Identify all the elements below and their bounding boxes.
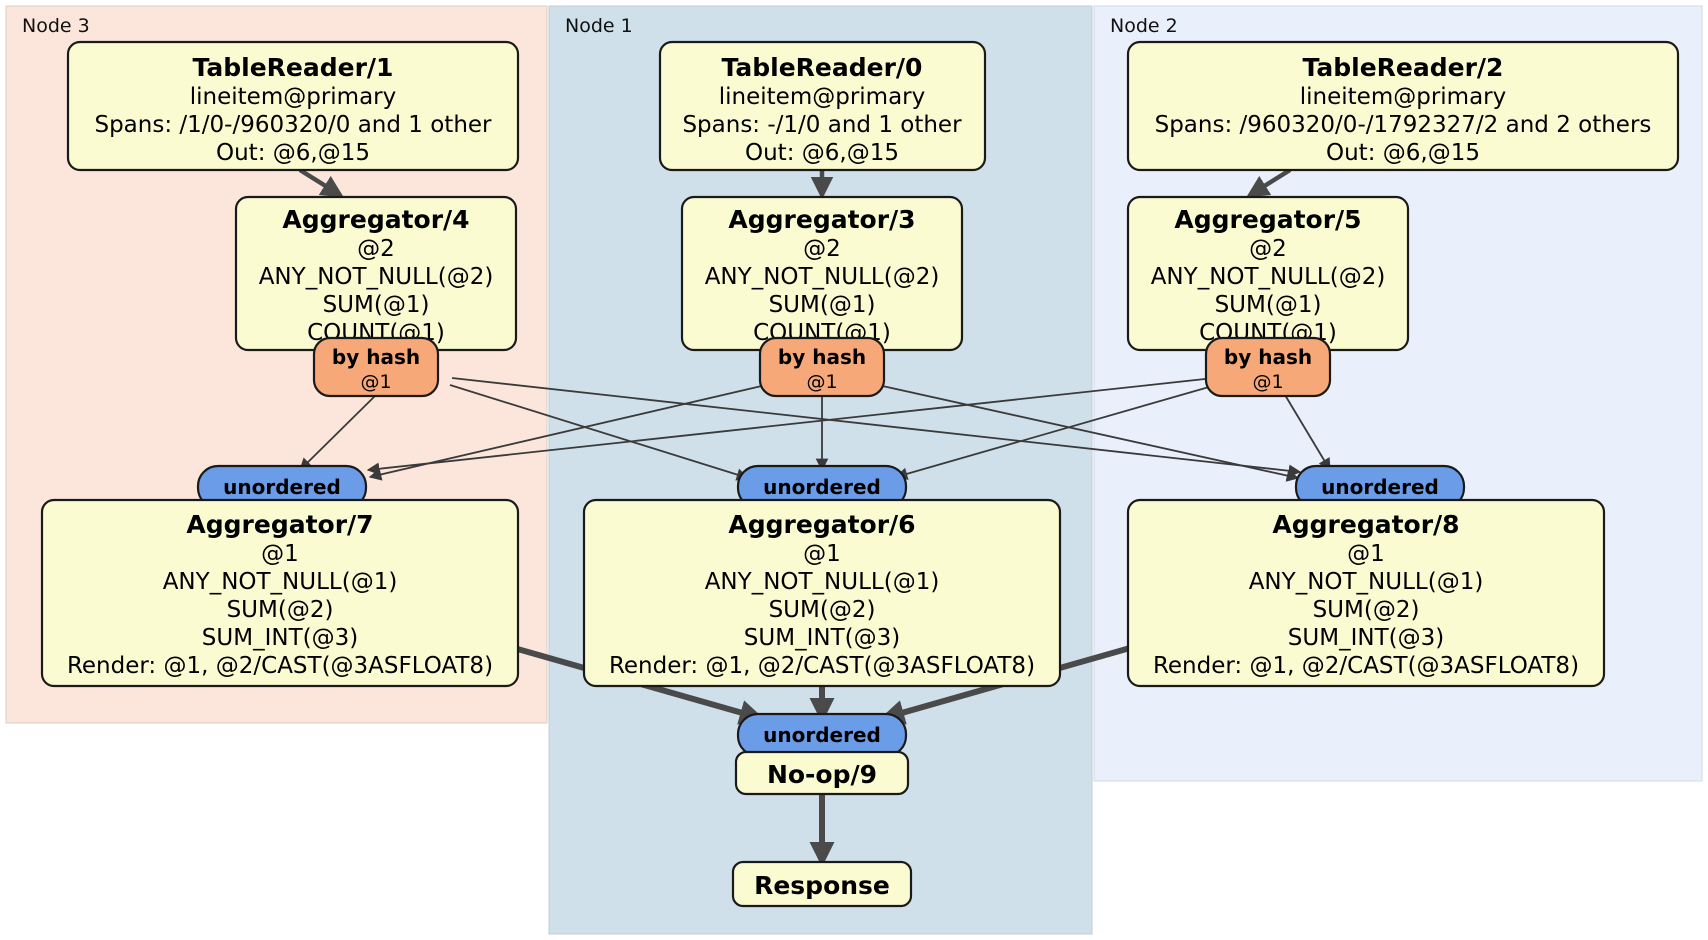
tablereader1-box[interactable] — [66, 40, 520, 172]
tablereader2-line-0: lineitem@primary — [1300, 84, 1506, 110]
processor-aggregator-7[interactable]: Aggregator/7 @1 ANY_NOT_NULL(@1) SUM(@2)… — [40, 498, 520, 688]
aggregator8-line-2: SUM(@2) — [1313, 597, 1420, 623]
aggregator8-line-4: Render: @1, @2/CAST(@3ASFLOAT8) — [1153, 653, 1579, 679]
aggregator7-line-2: SUM(@2) — [227, 597, 334, 623]
node-panel-label-node1: Node 1 — [565, 15, 633, 37]
edge-hashleft-to-unorderedright — [451, 377, 1302, 478]
aggregator4-line-0: @2 — [357, 236, 395, 262]
tablereader0-line-1: Spans: -/1/0 and 1 other — [682, 112, 962, 138]
aggregator7-line-4: Render: @1, @2/CAST(@3ASFLOAT8) — [67, 653, 493, 679]
unordered-mid-label: unordered — [763, 475, 881, 499]
processor-noop-9[interactable]: No-op/9 — [734, 750, 910, 796]
by-hash-right-title: by hash — [1224, 345, 1312, 369]
tablereader1-line-0: lineitem@primary — [190, 84, 396, 110]
processor-response[interactable]: Response — [731, 860, 913, 908]
router-by-hash-left[interactable]: by hash @1 — [312, 336, 440, 398]
aggregator8-line-1: ANY_NOT_NULL(@1) — [1249, 569, 1484, 595]
by-hash-mid-sub: @1 — [806, 371, 837, 393]
router-by-hash-mid[interactable]: by hash @1 — [758, 336, 886, 398]
edge-tablereader2-to-aggregator5 — [1246, 168, 1292, 198]
synchronizer-unordered-left[interactable]: unordered — [196, 464, 368, 510]
aggregator4-title: Aggregator/4 — [282, 205, 469, 234]
tablereader0-title: TableReader/0 — [722, 53, 923, 82]
processor-aggregator-4[interactable]: Aggregator/4 @2 ANY_NOT_NULL(@2) SUM(@1)… — [234, 195, 518, 352]
tablereader0-line-0: lineitem@primary — [719, 84, 925, 110]
aggregator8-line-3: SUM_INT(@3) — [1288, 625, 1444, 651]
aggregator6-line-1: ANY_NOT_NULL(@1) — [705, 569, 940, 595]
processor-tablereader-0[interactable]: TableReader/0 lineitem@primary Spans: -/… — [658, 40, 987, 172]
aggregator6-box[interactable] — [582, 498, 1062, 688]
processor-tablereader-2[interactable]: TableReader/2 lineitem@primary Spans: /9… — [1126, 40, 1680, 172]
edge-hashright-to-unorderedright — [1284, 394, 1331, 472]
tablereader2-box[interactable] — [1126, 40, 1680, 172]
edge-hashmid-to-unorderedleft — [368, 384, 767, 481]
aggregator8-line-0: @1 — [1347, 541, 1385, 567]
tablereader0-box[interactable] — [658, 40, 987, 172]
processor-aggregator-6[interactable]: Aggregator/6 @1 ANY_NOT_NULL(@1) SUM(@2)… — [582, 498, 1062, 688]
node-panel-label-node3: Node 3 — [22, 15, 90, 37]
aggregator3-title: Aggregator/3 — [728, 205, 915, 234]
tablereader1-line-1: Spans: /1/0-/960320/0 and 1 other — [94, 112, 492, 138]
aggregator5-line-1: ANY_NOT_NULL(@2) — [1151, 264, 1386, 290]
processor-aggregator-5[interactable]: Aggregator/5 @2 ANY_NOT_NULL(@2) SUM(@1)… — [1126, 195, 1410, 352]
aggregator6-line-3: SUM_INT(@3) — [744, 625, 900, 651]
by-hash-left-pill[interactable] — [312, 336, 440, 398]
edge-hashmid-to-unorderedright — [877, 384, 1300, 482]
aggregator5-line-2: SUM(@1) — [1215, 292, 1322, 318]
unordered-left-label: unordered — [223, 475, 341, 499]
response-box[interactable] — [731, 860, 913, 908]
aggregator6-line-4: Render: @1, @2/CAST(@3ASFLOAT8) — [609, 653, 1035, 679]
aggregator7-line-1: ANY_NOT_NULL(@1) — [163, 569, 398, 595]
noop9-title: No-op/9 — [767, 760, 877, 789]
processor-tablereader-1[interactable]: TableReader/1 lineitem@primary Spans: /1… — [66, 40, 520, 172]
aggregator7-box[interactable] — [40, 498, 520, 688]
aggregator3-line-2: SUM(@1) — [769, 292, 876, 318]
tablereader1-title: TableReader/1 — [193, 53, 394, 82]
aggregator4-line-2: SUM(@1) — [323, 292, 430, 318]
synchronizer-unordered-right[interactable]: unordered — [1294, 464, 1466, 510]
by-hash-mid-pill[interactable] — [758, 336, 886, 398]
tablereader0-line-2: Out: @6,@15 — [745, 140, 899, 166]
edge-hashright-to-unorderedleft — [366, 377, 1215, 476]
aggregator6-title: Aggregator/6 — [728, 510, 915, 539]
tablereader1-line-2: Out: @6,@15 — [216, 140, 370, 166]
synchronizer-unordered-mid[interactable]: unordered — [736, 464, 908, 510]
response-title: Response — [754, 871, 890, 900]
processor-aggregator-8[interactable]: Aggregator/8 @1 ANY_NOT_NULL(@1) SUM(@2)… — [1126, 498, 1606, 688]
by-hash-left-title: by hash — [332, 345, 420, 369]
tablereader2-line-2: Out: @6,@15 — [1326, 140, 1480, 166]
processor-aggregator-3[interactable]: Aggregator/3 @2 ANY_NOT_NULL(@2) SUM(@1)… — [680, 195, 964, 352]
aggregator4-line-1: ANY_NOT_NULL(@2) — [259, 264, 494, 290]
by-hash-right-sub: @1 — [1252, 371, 1283, 393]
edge-hashleft-to-unorderedleft — [299, 394, 377, 471]
tablereader2-title: TableReader/2 — [1303, 53, 1504, 82]
by-hash-mid-title: by hash — [778, 345, 866, 369]
aggregator8-title: Aggregator/8 — [1272, 510, 1459, 539]
node-panel-label-node2: Node 2 — [1110, 15, 1178, 37]
aggregator8-box[interactable] — [1126, 498, 1606, 688]
edge-hashright-to-unorderedmid — [894, 384, 1217, 480]
aggregator5-title: Aggregator/5 — [1174, 205, 1361, 234]
by-hash-left-sub: @1 — [360, 371, 391, 393]
by-hash-right-pill[interactable] — [1204, 336, 1332, 398]
aggregator7-title: Aggregator/7 — [186, 510, 373, 539]
aggregator7-line-0: @1 — [261, 541, 299, 567]
noop9-box[interactable] — [734, 750, 910, 796]
synchronizer-unordered-final[interactable]: unordered — [736, 712, 908, 758]
edge-tablereader1-to-aggregator4 — [298, 168, 344, 198]
aggregator3-line-0: @2 — [803, 236, 841, 262]
aggregator7-line-3: SUM_INT(@3) — [202, 625, 358, 651]
unordered-final-label: unordered — [763, 723, 881, 747]
tablereader2-line-1: Spans: /960320/0-/1792327/2 and 2 others — [1155, 112, 1652, 138]
aggregator3-line-1: ANY_NOT_NULL(@2) — [705, 264, 940, 290]
aggregator6-line-0: @1 — [803, 541, 841, 567]
router-by-hash-right[interactable]: by hash @1 — [1204, 336, 1332, 398]
edge-hashleft-to-unorderedmid — [449, 384, 750, 481]
unordered-right-label: unordered — [1321, 475, 1439, 499]
aggregator6-line-2: SUM(@2) — [769, 597, 876, 623]
aggregator5-line-0: @2 — [1249, 236, 1287, 262]
